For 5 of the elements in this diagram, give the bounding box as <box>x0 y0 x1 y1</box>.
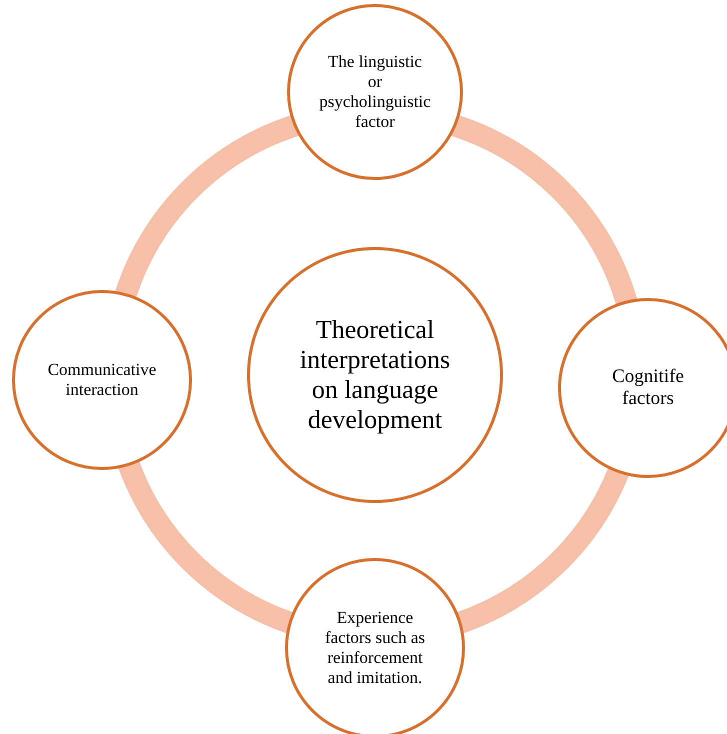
node-text: Communicative interaction <box>46 360 158 400</box>
node-text: The linguistic or psycholinguistic factor <box>319 52 431 132</box>
node-text: Cognitife factors <box>611 366 685 410</box>
node-text: Experience factors such as reinforcement and imitation. <box>324 608 426 688</box>
node-text: Theoretical interpretations on language development <box>298 315 452 435</box>
